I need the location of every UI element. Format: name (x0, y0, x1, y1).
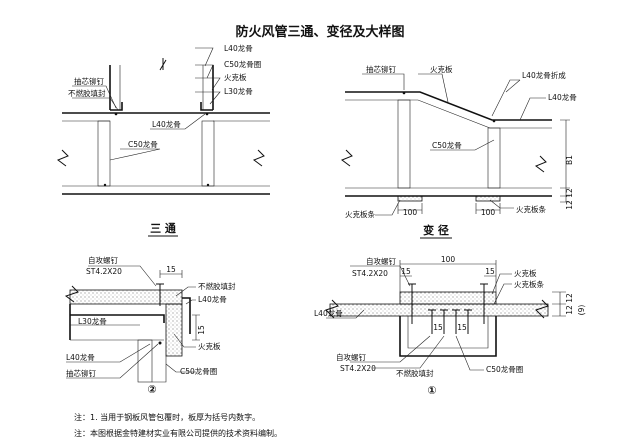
tee-drawing: L40龙骨 C50龙骨圈 火克板 L30龙骨 抽芯铆钉 不燃胶填封 L40龙骨 … (56, 43, 270, 237)
detail1-dim-12b: 12 (565, 305, 574, 315)
tee-l30-label: L30龙骨 (224, 86, 253, 96)
note-2: 注：本图根据金特建材实业有限公司提供的技术资料编制。 (74, 428, 282, 438)
detail2-l30-label: L30龙骨 (78, 316, 107, 326)
detail2-rivet-label: 抽芯铆钉 (66, 368, 96, 378)
tee-rivet-label: 抽芯铆钉 (74, 76, 104, 86)
detail-1-drawing: 100 15 15 12 12 (9) 15 15 自攻螺钉 ST4.2X20 … (314, 255, 586, 397)
detail1-dim-12a: 12 (565, 293, 574, 303)
detail1-c50-label: C50龙骨圈 (486, 364, 523, 374)
tee-caption: 三 通 (150, 222, 176, 235)
detail1-screw2-label: 自攻螺钉 (336, 352, 366, 362)
detail2-screw-spec: ST4.2X20 (86, 267, 122, 276)
detail1-dim-15b: 15 (485, 267, 495, 276)
reducer-strip-label-right: 火克板条 (516, 204, 546, 214)
reducer-l40-label: L40龙骨 (548, 92, 577, 102)
detail1-dim-15c: 15 (433, 323, 443, 332)
detail2-c50-label: C50龙骨圈 (180, 366, 217, 376)
reducer-dim-b1: B1 (565, 155, 574, 165)
detail1-screw2-spec: ST4.2X20 (340, 364, 376, 373)
detail2-screw-label: 自攻螺钉 (88, 255, 118, 265)
reducer-c50-label: C50龙骨 (432, 140, 462, 150)
detail1-dim-15d: 15 (457, 323, 467, 332)
reducer-dim-100b: 100 (481, 208, 496, 217)
detail-1-marker: ① (427, 384, 436, 397)
detail-2-marker: ② (147, 383, 156, 396)
detail1-dim-100: 100 (441, 255, 456, 264)
page-title: 防火风管三通、变径及大样图 (235, 24, 404, 40)
tee-l40-label: L40龙骨 (224, 43, 253, 53)
detail-2-drawing: 15 15 自攻螺钉 ST4.2X20 不燃胶填封 L40龙骨 L30龙骨 火克… (64, 255, 236, 396)
detail2-dim-15b: 15 (197, 325, 206, 335)
reducer-dim-100a: 100 (403, 208, 418, 217)
reducer-strip-label-left: 火克板条 (345, 209, 375, 219)
detail2-fireboard-label: 火克板 (198, 341, 221, 351)
tee-c50-ring-label: C50龙骨圈 (224, 59, 261, 69)
detail1-strip-label: 火克板条 (514, 279, 544, 289)
reducer-dim-12a: 12 (565, 188, 574, 198)
detail1-screw-label: 自攻螺钉 (366, 256, 396, 266)
detail1-screw-spec: ST4.2X20 (352, 269, 388, 278)
reducer-caption: 变 径 (423, 223, 449, 237)
tee-fireboard-label: 火克板 (224, 72, 247, 82)
tee-sealant-label: 不燃胶填封 (68, 88, 106, 98)
detail1-l40-label: L40龙骨 (314, 308, 343, 318)
detail1-dim-9: (9) (577, 305, 586, 316)
reducer-rivet-label: 抽芯铆钉 (366, 64, 396, 74)
reducer-dim-12b: 12 (565, 200, 574, 210)
note-1: 注：1. 当用于钢板风管包覆时，板厚为括号内数字。 (74, 412, 260, 422)
detail2-l40b-label: L40龙骨 (66, 352, 95, 362)
reducer-drawing: 100 100 B1 12 12 抽芯铆钉 火克板 L40龙骨折成 L40龙骨 … (340, 64, 577, 239)
detail2-dim-15a: 15 (166, 265, 176, 274)
detail1-fireboard-label: 火克板 (514, 268, 537, 278)
reducer-fireboard-label: 火克板 (430, 64, 453, 74)
detail2-sealant-label: 不燃胶填封 (198, 281, 236, 291)
reducer-l40-fold-label: L40龙骨折成 (522, 70, 566, 80)
detail2-l40-label: L40龙骨 (198, 294, 227, 304)
tee-c50-label: C50龙骨 (128, 139, 158, 149)
tee-l40b-label: L40龙骨 (152, 119, 181, 129)
detail1-dim-15a: 15 (401, 267, 411, 276)
detail1-sealant-label: 不燃胶填封 (396, 368, 434, 378)
